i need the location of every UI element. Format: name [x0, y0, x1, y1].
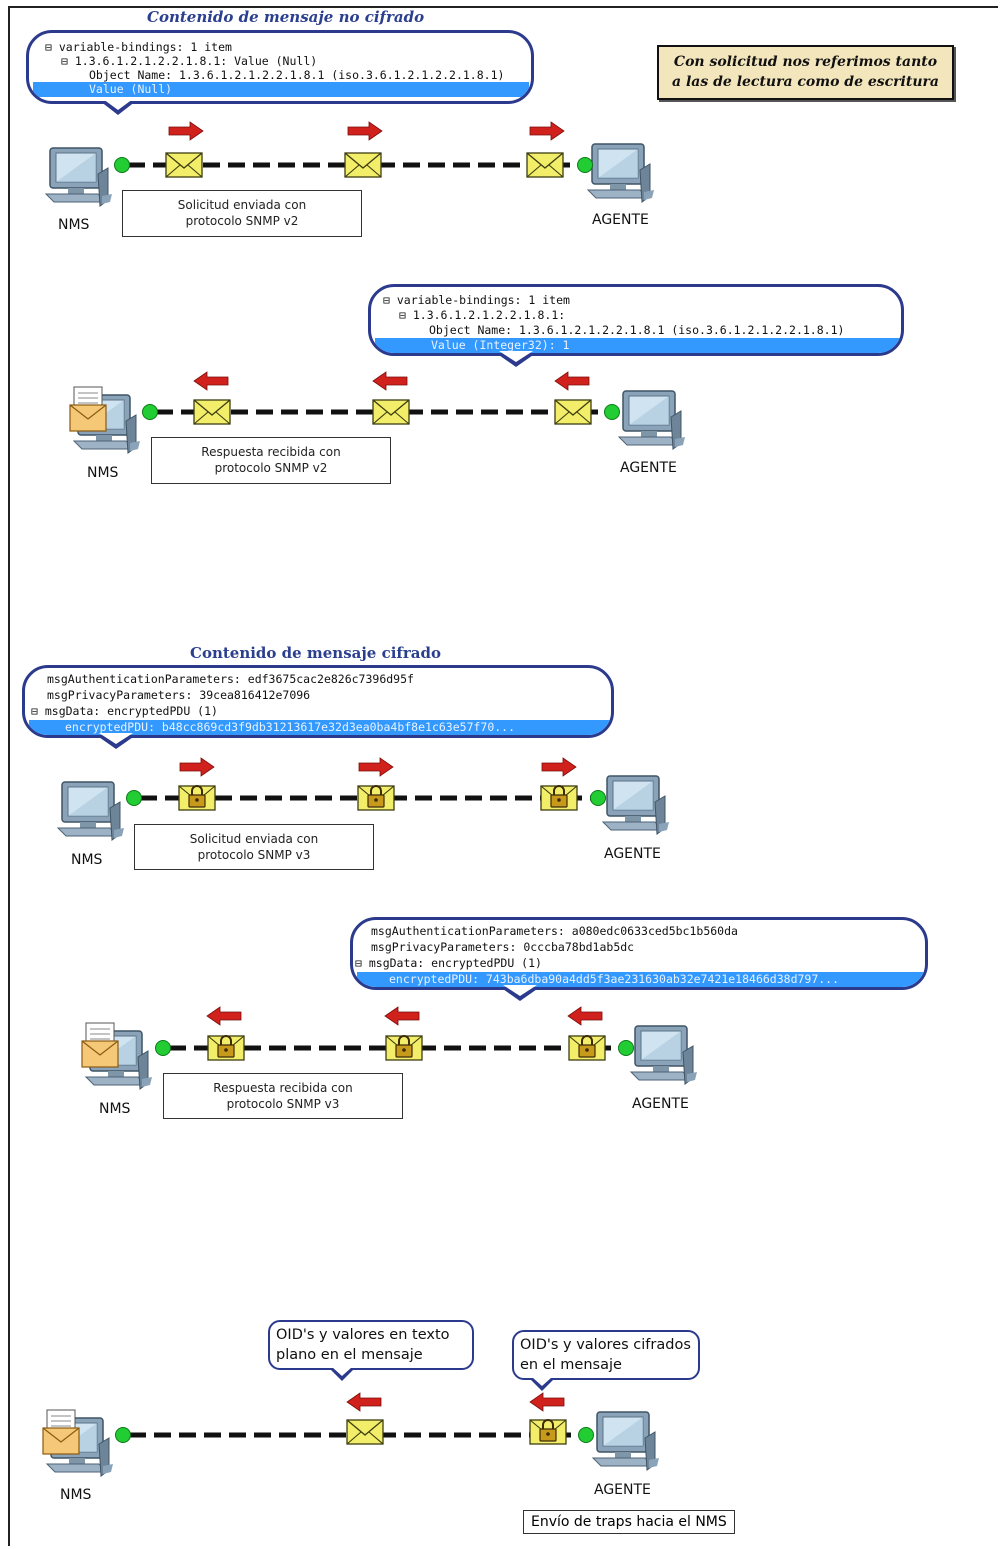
section4-caption: Respuesta recibida con protocolo SNMP v3 [163, 1073, 403, 1119]
note-line: a las de lectura como de escritura [672, 74, 939, 90]
packet-line: msgPrivacyParameters: 39cea816412e7096 [47, 688, 311, 702]
packet-line: msgAuthenticationParameters: a080edc0633… [371, 924, 738, 938]
caption-line: Solicitud enviada con [189, 832, 319, 846]
agent-label: AGENTE [594, 1482, 651, 1498]
packet-line: ⊟ msgData: encryptedPDU (1) [31, 704, 218, 718]
nms-label: NMS [60, 1487, 92, 1503]
packet-line-selected: Value (Null) [33, 82, 529, 97]
packet-line: ⊟ msgData: encryptedPDU (1) [355, 956, 542, 970]
section3-caption: Solicitud enviada con protocolo SNMP v3 [134, 824, 374, 870]
agent-label: AGENTE [592, 212, 649, 228]
plaintext-bubble: OID's y valores en texto plano en el men… [268, 1320, 474, 1370]
packet-line-selected: encryptedPDU: b48cc869cd3f9db31213617e32… [29, 720, 611, 735]
nms-label: NMS [87, 465, 119, 481]
nms-label: NMS [71, 852, 103, 868]
bubble-pointer [499, 351, 533, 362]
packet-line: ⊟ 1.3.6.1.2.1.2.2.1.8.1: Value (Null) [61, 54, 318, 68]
agent-label: AGENTE [632, 1096, 689, 1112]
bubble-line: OID's y valores en texto [276, 1327, 450, 1343]
ciphered-bubble: OID's y valores cifrados en el mensaje [512, 1330, 700, 1380]
section2-packet-bubble: ⊟ variable-bindings: 1 item ⊟ 1.3.6.1.2.… [368, 284, 904, 356]
packet-line: ⊟ variable-bindings: 1 item [383, 293, 570, 307]
page-frame [8, 6, 998, 1546]
section2-caption: Respuesta recibida con protocolo SNMP v2 [151, 437, 391, 484]
caption-line: protocolo SNMP v2 [214, 461, 328, 475]
packet-line: msgPrivacyParameters: 0cccba78bd1ab5dc [371, 940, 635, 954]
packet-line: ⊟ variable-bindings: 1 item [45, 40, 232, 54]
bubble-line: plano en el mensaje [276, 1347, 423, 1363]
packet-line: Object Name: 1.3.6.1.2.1.2.2.1.8.1 (iso.… [89, 68, 505, 82]
packet-line: ⊟ 1.3.6.1.2.1.2.2.1.8.1: [399, 308, 566, 322]
bubble-line: en el mensaje [520, 1357, 622, 1373]
bubble-line: OID's y valores cifrados [520, 1337, 691, 1353]
section3-packet-bubble: msgAuthenticationParameters: edf3675cac2… [22, 665, 614, 738]
bubble-pointer [532, 1377, 552, 1386]
bubble-pointer [503, 985, 537, 996]
note-line: Con solicitud nos referimos tanto [673, 54, 938, 70]
packet-line: msgAuthenticationParameters: edf3675cac2… [47, 672, 414, 686]
packet-line: Object Name: 1.3.6.1.2.1.2.2.1.8.1 (iso.… [429, 323, 845, 337]
nms-label: NMS [58, 217, 90, 233]
packet-line-selected: encryptedPDU: 743ba6dba90a4dd5f3ae231630… [357, 972, 925, 987]
caption-line: protocolo SNMP v3 [226, 1097, 340, 1111]
packet-line-selected: Value (Integer32): 1 [375, 338, 901, 353]
section4-packet-bubble: msgAuthenticationParameters: a080edc0633… [350, 917, 928, 990]
caption-line: Respuesta recibida con [213, 1081, 353, 1095]
section3-title: Contenido de mensaje cifrado [190, 644, 441, 662]
note-box: Con solicitud nos referimos tanto a las … [657, 45, 954, 100]
section1-packet-bubble: ⊟ variable-bindings: 1 item ⊟ 1.3.6.1.2.… [26, 30, 534, 104]
bubble-pointer [103, 99, 133, 110]
bubble-pointer [99, 733, 133, 744]
section1-caption: Solicitud enviada con protocolo SNMP v2 [122, 190, 362, 237]
caption-line: Respuesta recibida con [201, 445, 341, 459]
agent-label: AGENTE [620, 460, 677, 476]
caption-line: protocolo SNMP v2 [185, 214, 299, 228]
bubble-pointer [332, 1367, 352, 1376]
section1-title: Contenido de mensaje no cifrado [147, 8, 425, 26]
traps-caption: Envío de traps hacia el NMS [523, 1510, 735, 1534]
caption-line: Solicitud enviada con [177, 198, 307, 212]
agent-label: AGENTE [604, 846, 661, 862]
nms-label: NMS [99, 1101, 131, 1117]
caption-line: protocolo SNMP v3 [197, 848, 311, 862]
